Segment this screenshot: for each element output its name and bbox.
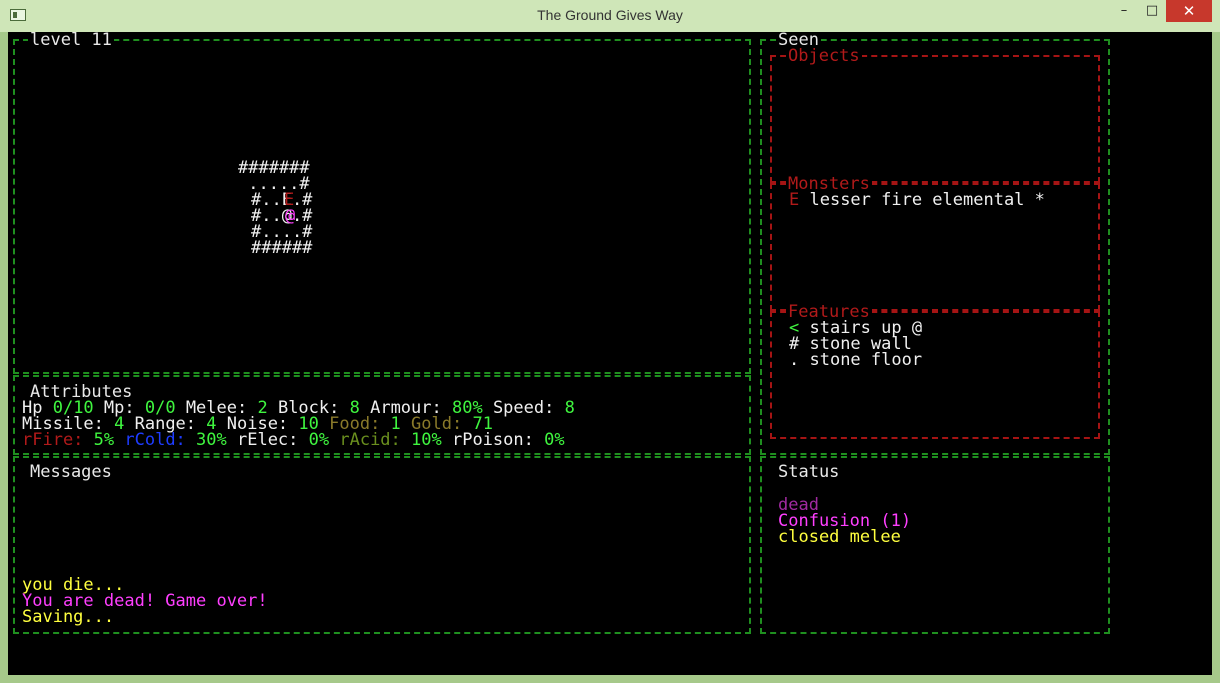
status-line: dead [778, 495, 819, 515]
seen-panel [760, 39, 1110, 455]
attributes-line-3: rFire: 5% rCold: 30% rElec: 0% rAcid: 10… [22, 430, 565, 450]
maximize-button[interactable]: □ [1145, 3, 1159, 18]
monster-entry: E lesser fire elemental * [789, 190, 1045, 210]
status-label: Status [776, 462, 842, 482]
rcold-value: 30% [196, 430, 227, 450]
map-panel [13, 39, 751, 374]
messages-label: Messages [28, 462, 114, 482]
map-row: .....# [238, 174, 310, 194]
player-glyph: @ [285, 206, 296, 226]
gold-value: 71 [472, 414, 493, 434]
monster-glyph: E [284, 190, 295, 210]
window-title: The Ground Gives Way [537, 7, 683, 23]
seen-label: Seen [776, 32, 821, 50]
attributes-line-2: Missile: 4 Range: 4 Noise: 10 Food: 1 Go… [22, 414, 493, 434]
range-value: 4 [206, 414, 217, 434]
message-line: you die... [22, 575, 125, 595]
food-value: 1 [390, 414, 401, 434]
attributes-panel [13, 375, 751, 455]
map-row: #....# [251, 222, 313, 242]
objects-panel [770, 55, 1100, 183]
message-line: You are dead! Game over! [22, 591, 268, 611]
melee-value: 2 [257, 398, 268, 418]
block-value: 8 [349, 398, 360, 418]
attributes-line-1: Hp 0/10 Mp: 0/0 Melee: 2 Block: 8 Armour… [22, 398, 575, 418]
messages-panel [13, 456, 751, 634]
rfire-value: 5% [93, 430, 115, 450]
close-button[interactable]: ✕ [1166, 0, 1212, 22]
armour-value: 80% [451, 398, 483, 418]
attributes-label: Attributes [28, 382, 135, 402]
missile-value: 4 [114, 414, 125, 434]
objects-label: Objects [786, 46, 862, 66]
map-row: #..@.# [251, 206, 313, 226]
relec-value: 0% [308, 430, 330, 450]
monsters-panel [770, 183, 1100, 311]
monster-mark: * [1034, 190, 1045, 210]
map-row: ###### [251, 238, 313, 258]
terminal-screen: level 11 ####### .....# #..E.# E #..@.# … [8, 32, 1212, 675]
rpoison-value: 0% [544, 430, 565, 450]
feature-entry: < stairs up @ [789, 318, 923, 338]
app-icon [10, 9, 26, 21]
racid-value: 10% [411, 430, 442, 450]
feature-entry: # stone wall [789, 334, 912, 354]
status-panel [760, 456, 1110, 634]
wall-glyph-icon: # [789, 334, 800, 354]
minimize-button[interactable]: – [1120, 3, 1128, 18]
monster-name: lesser fire elemental [799, 190, 1025, 210]
level-label: level 11 [28, 32, 114, 50]
stairs-glyph-icon: < [789, 318, 800, 338]
noise-value: 10 [298, 414, 319, 434]
hp-value: 0/10 [52, 398, 94, 418]
features-panel [770, 311, 1100, 439]
mp-value: 0/0 [144, 398, 176, 418]
monster-glyph-icon: E [789, 190, 800, 210]
status-line: closed melee [778, 527, 901, 547]
speed-value: 8 [564, 398, 575, 418]
monsters-label: Monsters [786, 174, 872, 194]
message-line: Saving... [22, 607, 115, 627]
floor-glyph-icon: . [789, 350, 800, 370]
status-line: Confusion (1) [778, 511, 912, 531]
map-cell: #..E.# [251, 190, 313, 210]
map-row: ####### [238, 158, 310, 178]
features-label: Features [786, 302, 872, 322]
map-row: #..E.# [251, 190, 313, 210]
feature-entry: . stone floor [789, 350, 923, 370]
title-bar: The Ground Gives Way – □ ✕ [0, 0, 1220, 32]
